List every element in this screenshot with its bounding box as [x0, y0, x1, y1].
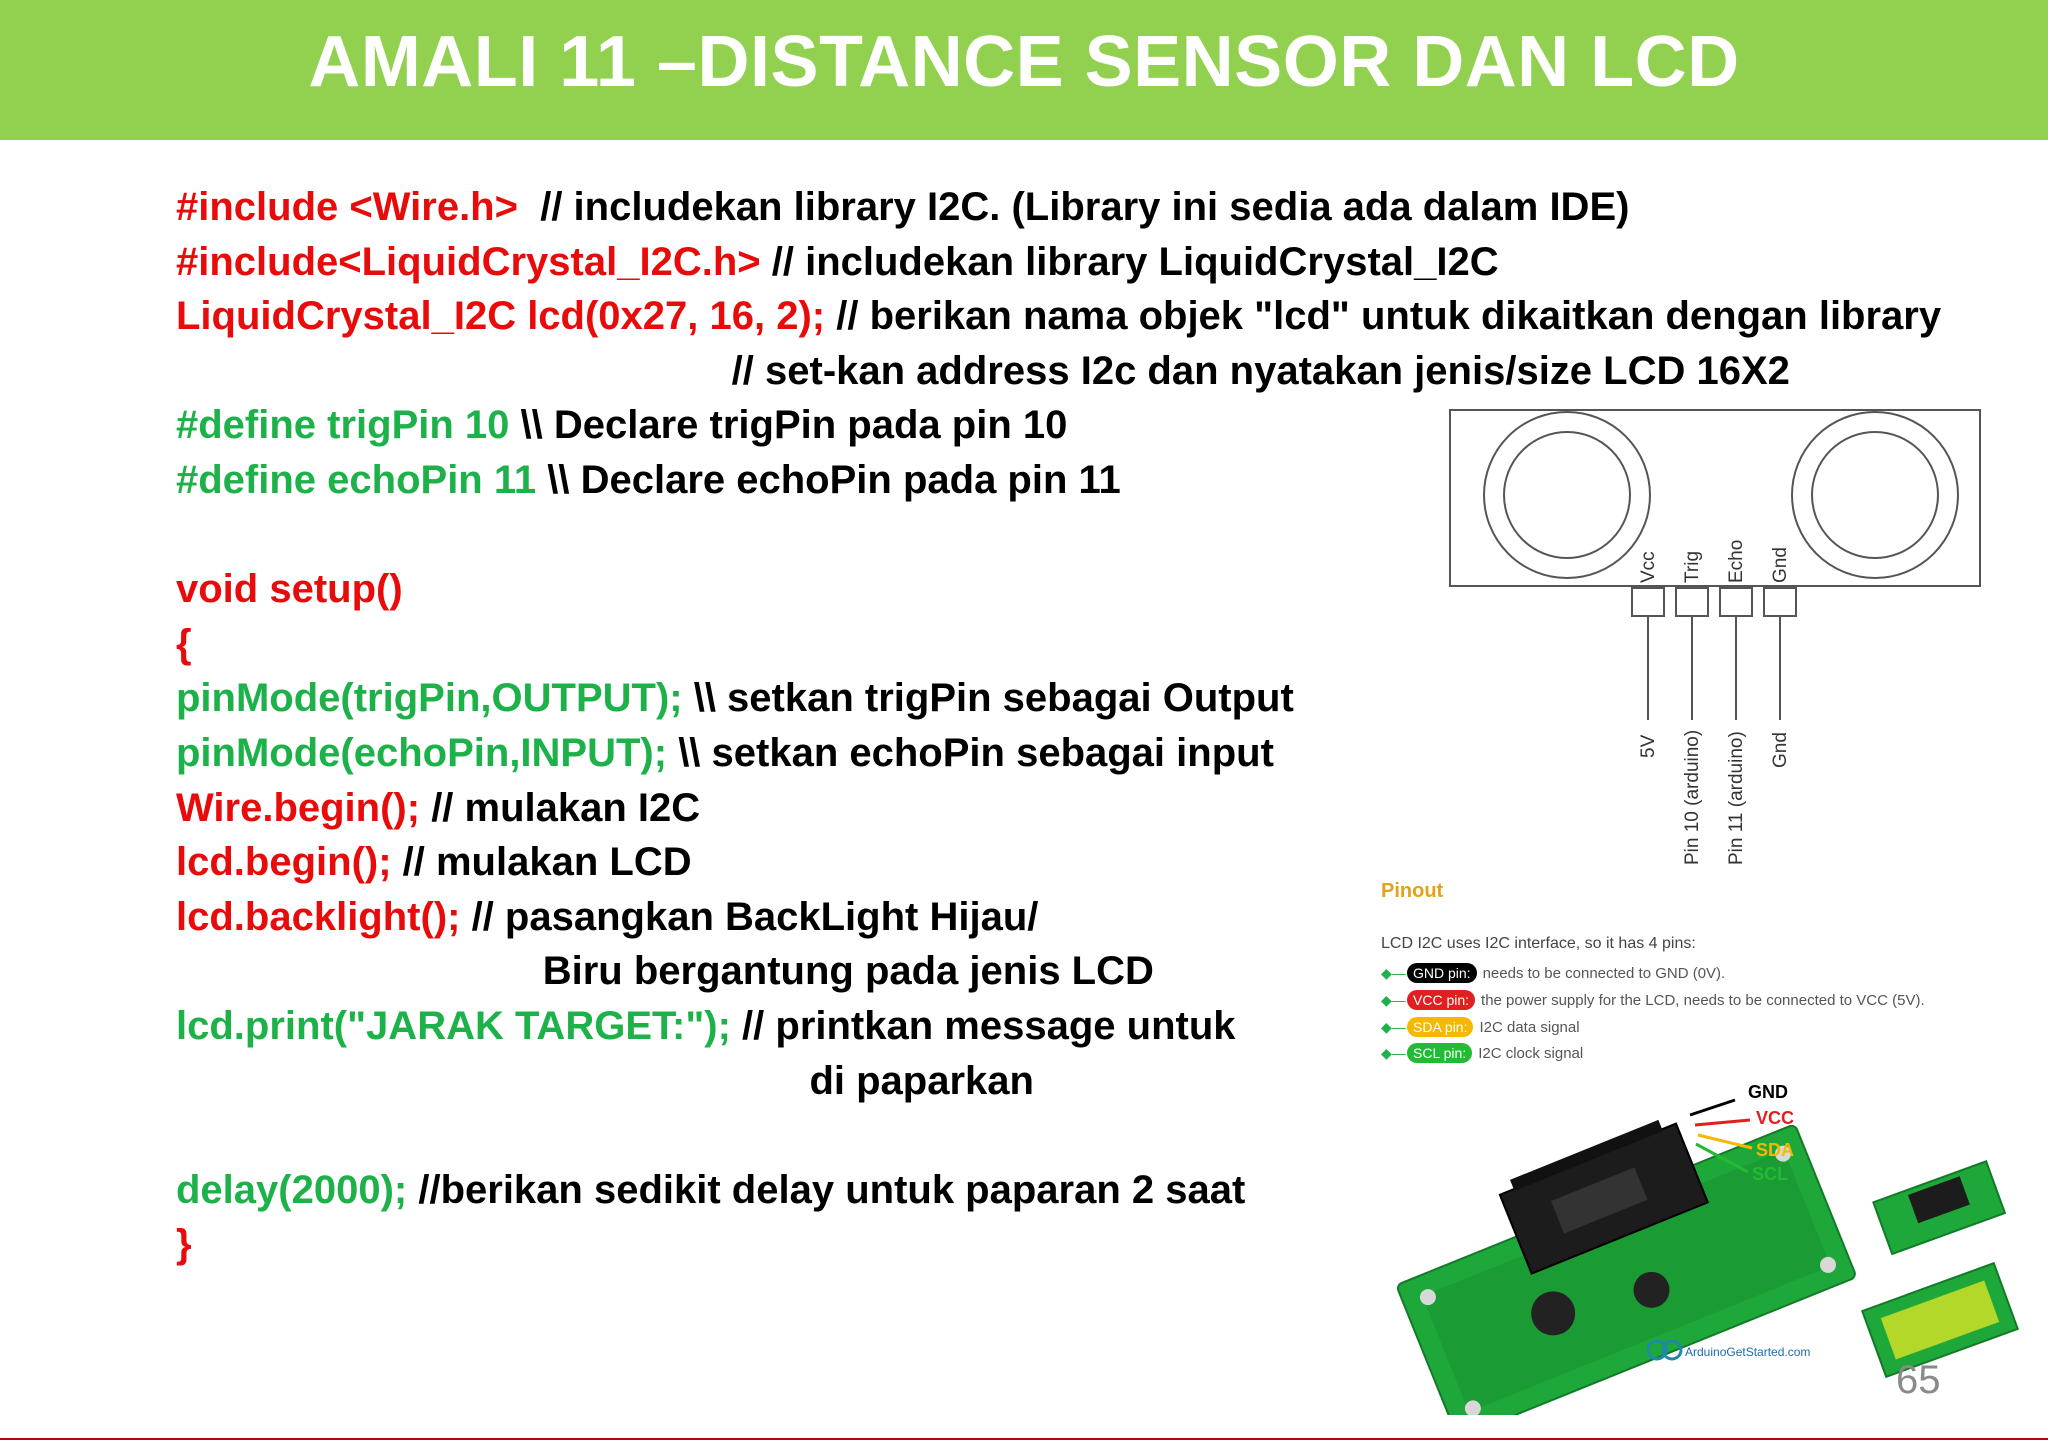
- code-line: pinMode(echoPin,INPUT); \\ setkan echoPi…: [176, 726, 1941, 781]
- pin-header-echo: [1719, 587, 1753, 617]
- pill-scl: SCL pin:: [1407, 1043, 1473, 1063]
- bullet-arrow-icon: ◆—: [1381, 964, 1406, 981]
- code-token: lcd.print("JARAK TARGET:");: [176, 1003, 743, 1048]
- code-line: delay(2000); //berikan sedikit delay unt…: [176, 1163, 1941, 1218]
- sensor-transducer-right-outer: [1791, 411, 1959, 579]
- slide-title: AMALI 11 –DISTANCE SENSOR DAN LCD: [308, 22, 1740, 102]
- pin-label-vcc: Vcc: [1638, 551, 1659, 583]
- code-line: #define echoPin 11 \\ Declare echoPin pa…: [176, 453, 1941, 508]
- pinout-row-vcc: ◆— VCC pin: the power supply for the LCD…: [1381, 988, 1925, 1012]
- code-line: Biru bergantung pada jenis LCD: [176, 944, 1941, 999]
- code-comment: // includekan library I2C. (Library ini …: [540, 185, 1630, 229]
- code-token: }: [176, 1222, 192, 1267]
- ultrasonic-sensor-diagram: Vcc Trig Echo Gnd 5V Pin 10 (arduino) Pi…: [1449, 409, 1981, 865]
- code-comment: // mulakan LCD: [402, 840, 692, 885]
- code-line: lcd.backlight(); // pasangkan BackLight …: [176, 890, 1941, 945]
- code-comment: // mulakan I2C: [431, 785, 701, 830]
- code-line: }: [176, 1217, 1941, 1272]
- code-line: pinMode(trigPin,OUTPUT); \\ setkan trigP…: [176, 671, 1941, 726]
- wire-label-pin10: Pin 10 (arduino): [1682, 730, 1703, 865]
- code-token: #include<LiquidCrystal_I2C.h>: [176, 239, 772, 284]
- pinout-row-sda: ◆— SDA pin: I2C data signal: [1381, 1015, 1580, 1039]
- code-token: #define echoPin 11: [176, 457, 548, 502]
- code-comment: \\ Declare trigPin pada pin 10: [520, 403, 1068, 448]
- wire-label-pin11: Pin 11 (arduino): [1726, 731, 1747, 865]
- pinout-title: Pinout: [1381, 880, 1444, 902]
- lcd-i2c-module-image: GND VCC SDA SCL ArduinoGetStarted.com: [1396, 1082, 2020, 1415]
- code-token: {: [176, 621, 192, 666]
- code-line: di paparkan: [176, 1054, 1941, 1109]
- pin-header-vcc: [1631, 587, 1665, 617]
- code-token: Wire.begin();: [176, 785, 432, 830]
- arduinogetstarted-logo: ArduinoGetStarted.com: [1646, 1339, 1810, 1361]
- wire-label-scl: SCL: [1752, 1164, 1788, 1184]
- code-line: LiquidCrystal_I2C lcd(0x27, 16, 2); // b…: [176, 289, 1941, 344]
- sensor-transducer-right-inner: [1811, 431, 1939, 559]
- code-comment: di paparkan: [176, 1058, 1034, 1103]
- code-token: #include <Wire.h>: [176, 185, 541, 229]
- wire-label-gnd: GND: [1748, 1082, 1788, 1102]
- lcd-cutout: [1531, 1291, 1576, 1336]
- sensor-transducer-left-inner: [1503, 431, 1631, 559]
- code-token: pinMode(trigPin,OUTPUT);: [176, 676, 694, 721]
- code-token: lcd.backlight();: [176, 894, 472, 939]
- pill-vcc: VCC pin:: [1407, 990, 1476, 1010]
- code-line: #include <Wire.h> // includekan library …: [176, 180, 1941, 235]
- wire-label-gnd: Gnd: [1770, 732, 1791, 768]
- code-line: // set-kan address I2c dan nyatakan jeni…: [176, 344, 1941, 399]
- code-comment: \\ setkan trigPin sebagai Output: [693, 676, 1294, 721]
- bullet-arrow-icon: ◆—: [1381, 1044, 1406, 1061]
- code-comment: \\ setkan echoPin sebagai input: [678, 730, 1274, 775]
- code-comment: // printkan message untuk: [742, 1003, 1236, 1048]
- wire-label-sda: SDA: [1756, 1140, 1794, 1160]
- code-block: #include <Wire.h> // includekan library …: [176, 180, 1941, 1272]
- code-line: lcd.print("JARAK TARGET:"); // printkan …: [176, 999, 1941, 1054]
- pin-desc-vcc: the power supply for the LCD, needs to b…: [1481, 991, 1925, 1009]
- bullet-arrow-icon: ◆—: [1381, 991, 1406, 1008]
- code-comment: //berikan sedikit delay untuk paparan 2 …: [418, 1167, 1246, 1212]
- pin-desc-sda: I2C data signal: [1479, 1018, 1580, 1036]
- code-comment: \\ Declare echoPin pada pin 11: [547, 457, 1121, 502]
- code-token: delay(2000);: [176, 1167, 419, 1212]
- code-token: LiquidCrystal_I2C lcd(0x27, 16, 2);: [176, 294, 837, 339]
- code-line: #include<LiquidCrystal_I2C.h> // include…: [176, 235, 1941, 290]
- code-line: void setup(): [176, 562, 1941, 617]
- pinout-row-gnd: ◆— GND pin: needs to be connected to GND…: [1381, 961, 1725, 985]
- code-token: pinMode(echoPin,INPUT);: [176, 730, 679, 775]
- code-token: void setup(): [176, 567, 403, 612]
- pin-label-echo: Echo: [1726, 540, 1747, 583]
- wire-label-vcc: VCC: [1756, 1108, 1794, 1128]
- code-comment: // berikan nama objek "lcd" untuk dikait…: [836, 294, 1942, 339]
- pin-label-gnd: Gnd: [1770, 547, 1791, 583]
- bullet-arrow-icon: ◆—: [1381, 1018, 1406, 1035]
- code-comment: Biru bergantung pada jenis LCD: [176, 949, 1154, 994]
- pin-desc-scl: I2C clock signal: [1478, 1044, 1584, 1062]
- code-comment: // includekan library LiquidCrystal_I2C: [771, 239, 1499, 284]
- code-line: {: [176, 617, 1941, 672]
- pin-label-trig: Trig: [1682, 551, 1703, 583]
- code-token: lcd.begin();: [176, 840, 403, 885]
- pin-desc-gnd: needs to be connected to GND (0V).: [1482, 964, 1726, 982]
- code-comment: // set-kan address I2c dan nyatakan jeni…: [176, 348, 1790, 393]
- pinout-row-scl: ◆— SCL pin: I2C clock signal: [1381, 1041, 1583, 1065]
- wire-label-5v: 5V: [1638, 734, 1659, 758]
- code-comment: // pasangkan BackLight Hijau/: [471, 894, 1039, 939]
- page-number: 65: [1896, 1358, 1941, 1402]
- code-line: #define trigPin 10 \\ Declare trigPin pa…: [176, 398, 1941, 453]
- sensor-transducer-left-outer: [1483, 411, 1651, 579]
- pill-sda: SDA pin:: [1407, 1017, 1474, 1037]
- pill-gnd: GND pin:: [1407, 963, 1477, 983]
- footer-divider: [0, 1438, 2048, 1440]
- pin-header-trig: [1675, 587, 1709, 617]
- code-line: Wire.begin(); // mulakan I2C: [176, 781, 1941, 836]
- brand-text: ArduinoGetStarted.com: [1685, 1345, 1810, 1359]
- pin-header-gnd: [1763, 587, 1797, 617]
- code-token: #define trigPin 10: [176, 403, 521, 448]
- title-banner: [0, 0, 2048, 140]
- code-line: lcd.begin(); // mulakan LCD: [176, 835, 1941, 890]
- pinout-intro: LCD I2C uses I2C interface, so it has 4 …: [1381, 935, 1696, 952]
